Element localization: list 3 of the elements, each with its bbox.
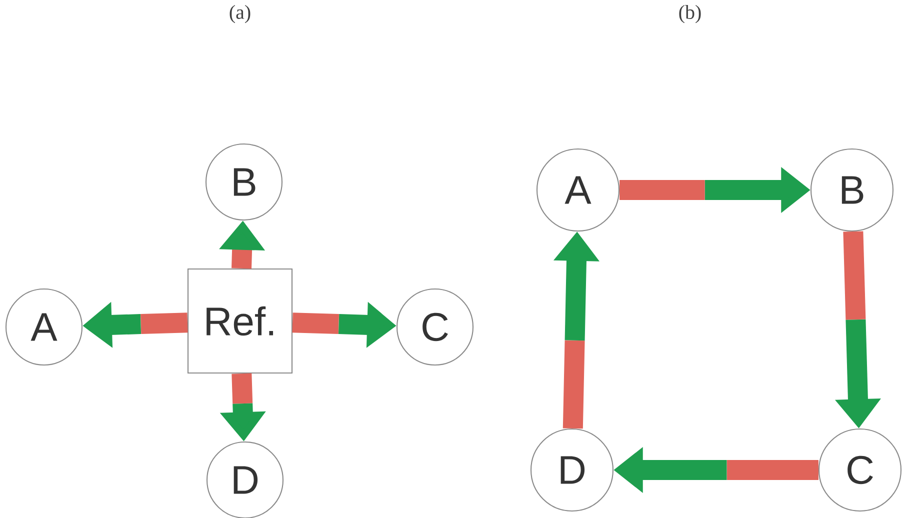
reference-box: Ref.	[187, 268, 293, 374]
panel-label: (a)	[230, 4, 250, 24]
panel-label: (b)	[679, 4, 701, 24]
